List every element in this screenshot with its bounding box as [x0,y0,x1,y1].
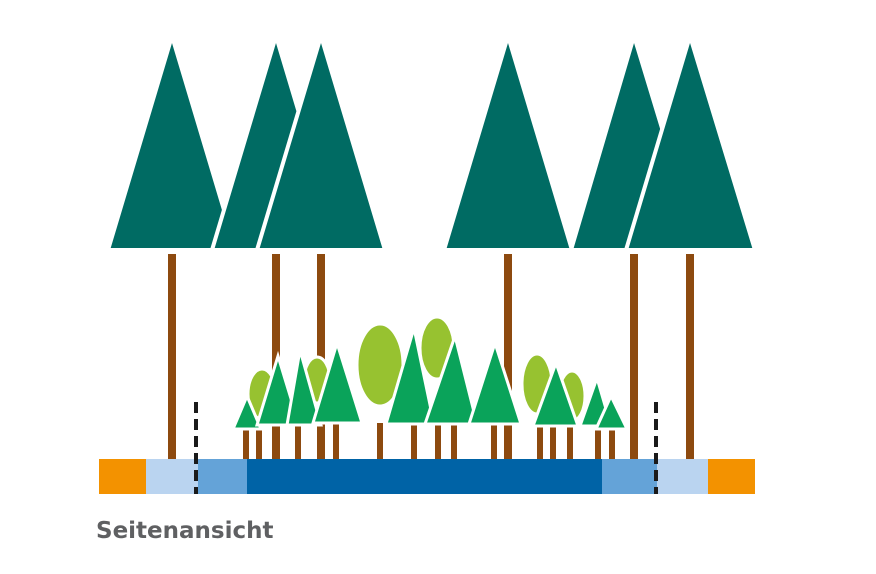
conifer-3 [254,29,388,252]
mature-conifers [105,29,758,252]
conifer-1 [105,29,239,252]
conifer-6 [623,29,758,252]
zone-light-blue-right [657,459,708,494]
young-tree-trunks [243,423,615,460]
young-conifers [230,327,630,431]
zone-orange-left [99,459,146,494]
zone-mid-blue-right [602,459,657,494]
diagram-caption: Seitenansicht [96,518,274,544]
zone-orange-right [708,459,755,494]
zone-light-blue-left [146,459,198,494]
zone-mid-blue-left [198,459,247,494]
conifer-4 [441,29,575,252]
zone-band [99,459,755,494]
zone-dark-blue [247,459,602,494]
